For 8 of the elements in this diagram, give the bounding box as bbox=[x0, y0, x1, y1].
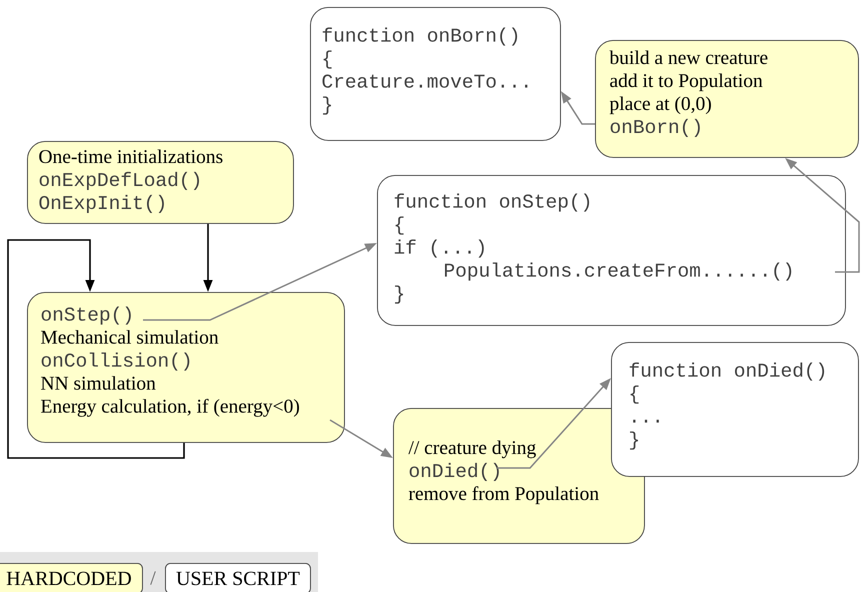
process-box: One-time initializations onExpDefLoad() OnExpInit() bbox=[27, 141, 294, 224]
process-box: onStep() Mechanical simulation onCollision() NN simulation Energy calculation, if (energy<0) bbox=[27, 292, 345, 443]
code-box: function onDied() { ... } bbox=[611, 342, 859, 477]
code-box: function onBorn() { Creature.moveTo... } bbox=[310, 7, 561, 141]
process-box: build a new creature add it to Population place at (0,0) onBorn() bbox=[595, 40, 859, 158]
separator-text: / bbox=[150, 571, 156, 585]
code-box: function onStep() { if (...) Populations.createFrom......() } bbox=[377, 175, 846, 326]
arrow bbox=[7, 239, 185, 459]
